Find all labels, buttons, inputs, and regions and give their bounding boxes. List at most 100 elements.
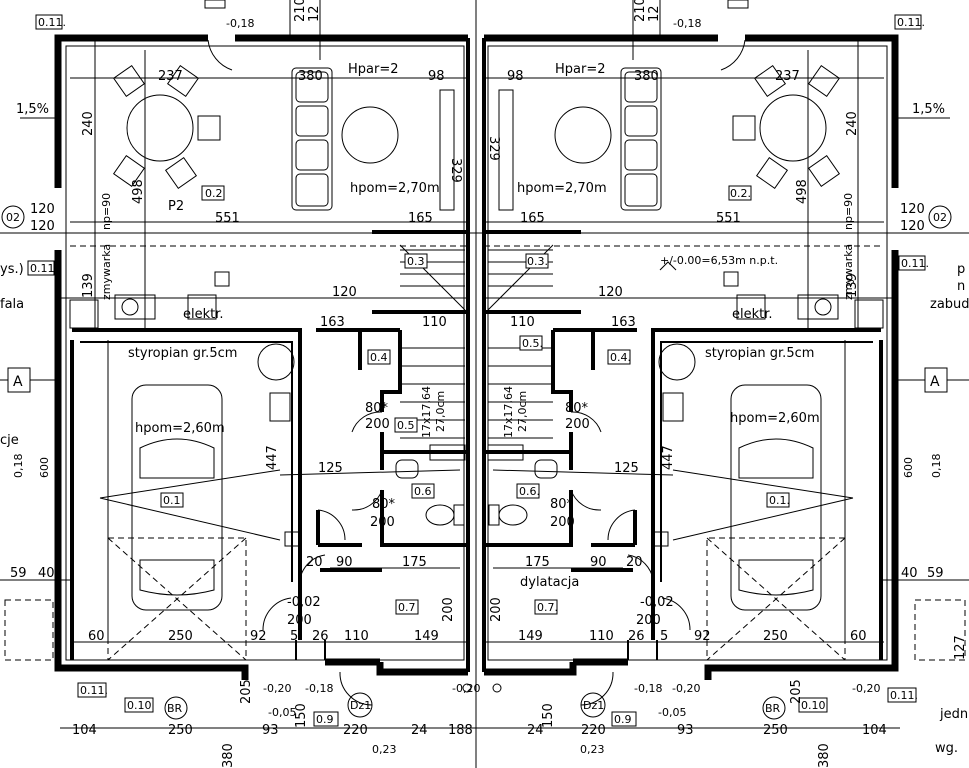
svg-text:12: 12 xyxy=(647,5,662,22)
svg-text:80*: 80* xyxy=(550,497,574,512)
br-marker-right xyxy=(762,696,786,720)
svg-text:150: 150 xyxy=(541,703,556,728)
svg-text:0.10: 0.10 xyxy=(127,699,152,712)
svg-text:40: 40 xyxy=(901,566,918,581)
svg-text:447: 447 xyxy=(265,445,280,470)
section-letter-left: A xyxy=(13,374,23,390)
svg-text:80*: 80* xyxy=(365,401,389,416)
svg-text:-0,18: -0,18 xyxy=(305,682,333,695)
svg-text:175: 175 xyxy=(525,555,550,570)
axis-marker-right xyxy=(928,205,952,229)
svg-text:600: 600 xyxy=(902,457,915,478)
axis-marker-left xyxy=(1,205,25,229)
left-garage-height: hpom=2,60m xyxy=(135,421,225,436)
svg-text:210: 210 xyxy=(633,0,648,22)
door-code-left: Dz1 xyxy=(350,699,371,712)
left-room-name: P2 xyxy=(168,199,184,214)
svg-text:wg.: wg. xyxy=(935,741,958,756)
svg-text:17x17,64: 17x17,64 xyxy=(420,386,433,438)
door-marker-right xyxy=(580,692,606,718)
svg-text:93: 93 xyxy=(677,723,694,738)
interior-walls-left xyxy=(70,230,468,660)
svg-text:0.2: 0.2 xyxy=(205,187,223,200)
svg-text:200: 200 xyxy=(636,613,661,628)
svg-text:250: 250 xyxy=(763,629,788,644)
left-electrical: elektr. xyxy=(183,307,224,322)
svg-text:127: 127 xyxy=(953,635,968,660)
svg-text:250: 250 xyxy=(168,723,193,738)
svg-text:200: 200 xyxy=(565,417,590,432)
svg-text:-0,20: -0,20 xyxy=(452,682,480,695)
left-level-label: Hpar=2 xyxy=(348,62,399,77)
zero-level-label: +/-0.00=6,53m n.p.t. xyxy=(660,254,778,267)
svg-text:220: 220 xyxy=(581,723,606,738)
svg-text:0.7: 0.7 xyxy=(398,601,416,614)
svg-text:0.11.: 0.11. xyxy=(890,689,918,702)
right-insulation: styropian gr.5cm xyxy=(705,346,814,361)
svg-text:200: 200 xyxy=(550,515,575,530)
svg-text:380: 380 xyxy=(634,69,659,84)
svg-text:0.3: 0.3 xyxy=(407,255,425,268)
svg-text:60: 60 xyxy=(88,629,105,644)
svg-text:-0,05: -0,05 xyxy=(268,706,296,719)
svg-text:125: 125 xyxy=(614,461,639,476)
right-garage-height: hpom=2,60m xyxy=(730,411,820,426)
svg-text:104: 104 xyxy=(72,723,97,738)
svg-text:120: 120 xyxy=(900,219,925,234)
svg-text:110: 110 xyxy=(344,629,369,644)
left-insulation: styropian gr.5cm xyxy=(128,346,237,361)
svg-text:-0,05: -0,05 xyxy=(658,706,686,719)
svg-text:26: 26 xyxy=(628,629,645,644)
axis-marker-left-text: 02 xyxy=(6,211,20,224)
svg-text:240: 240 xyxy=(81,111,96,136)
svg-text:237: 237 xyxy=(158,69,183,84)
svg-text:0.10: 0.10 xyxy=(801,699,826,712)
svg-text:551: 551 xyxy=(716,211,741,226)
svg-text:0.1: 0.1 xyxy=(163,494,181,507)
svg-text:60: 60 xyxy=(850,629,867,644)
section-marker-left xyxy=(7,367,31,393)
svg-text:120: 120 xyxy=(598,285,623,300)
svg-text:0.6.: 0.6. xyxy=(519,485,540,498)
svg-text:-0,02: -0,02 xyxy=(640,595,674,610)
svg-text:24: 24 xyxy=(527,723,544,738)
svg-text:175: 175 xyxy=(402,555,427,570)
svg-text:0.5.: 0.5. xyxy=(522,337,543,350)
svg-text:0,23: 0,23 xyxy=(372,743,397,756)
svg-text:5: 5 xyxy=(660,629,668,644)
svg-text:0.4.: 0.4. xyxy=(610,351,631,364)
svg-text:0.7.: 0.7. xyxy=(537,601,558,614)
svg-text:120: 120 xyxy=(332,285,357,300)
right-electrical: elektr. xyxy=(732,307,773,322)
slope-left: 1,5% xyxy=(16,102,49,117)
markers xyxy=(1,205,952,720)
parking-outline xyxy=(4,537,966,661)
svg-text:139: 139 xyxy=(845,273,860,298)
svg-text:90: 90 xyxy=(590,555,607,570)
svg-text:-0,20: -0,20 xyxy=(852,682,880,695)
svg-text:93: 93 xyxy=(262,723,279,738)
svg-text:0.4: 0.4 xyxy=(370,351,388,364)
svg-text:200: 200 xyxy=(365,417,390,432)
door-marker-left xyxy=(347,692,373,718)
svg-text:0.9: 0.9 xyxy=(614,713,632,726)
svg-text:237: 237 xyxy=(775,69,800,84)
section-marker-right xyxy=(924,367,948,393)
svg-text:110: 110 xyxy=(589,629,614,644)
svg-text:200: 200 xyxy=(370,515,395,530)
svg-text:20: 20 xyxy=(626,555,643,570)
svg-text:80*: 80* xyxy=(372,497,396,512)
svg-text:120: 120 xyxy=(30,219,55,234)
svg-text:110: 110 xyxy=(510,315,535,330)
svg-text:210: 210 xyxy=(293,0,308,22)
svg-text:163: 163 xyxy=(320,315,345,330)
svg-text:0,18: 0,18 xyxy=(930,454,943,479)
svg-text:0.2.: 0.2. xyxy=(730,187,751,200)
svg-text:5: 5 xyxy=(290,629,298,644)
svg-text:120: 120 xyxy=(30,202,55,217)
svg-text:98: 98 xyxy=(507,69,524,84)
svg-text:98: 98 xyxy=(428,69,445,84)
svg-text:np=90: np=90 xyxy=(100,193,113,230)
